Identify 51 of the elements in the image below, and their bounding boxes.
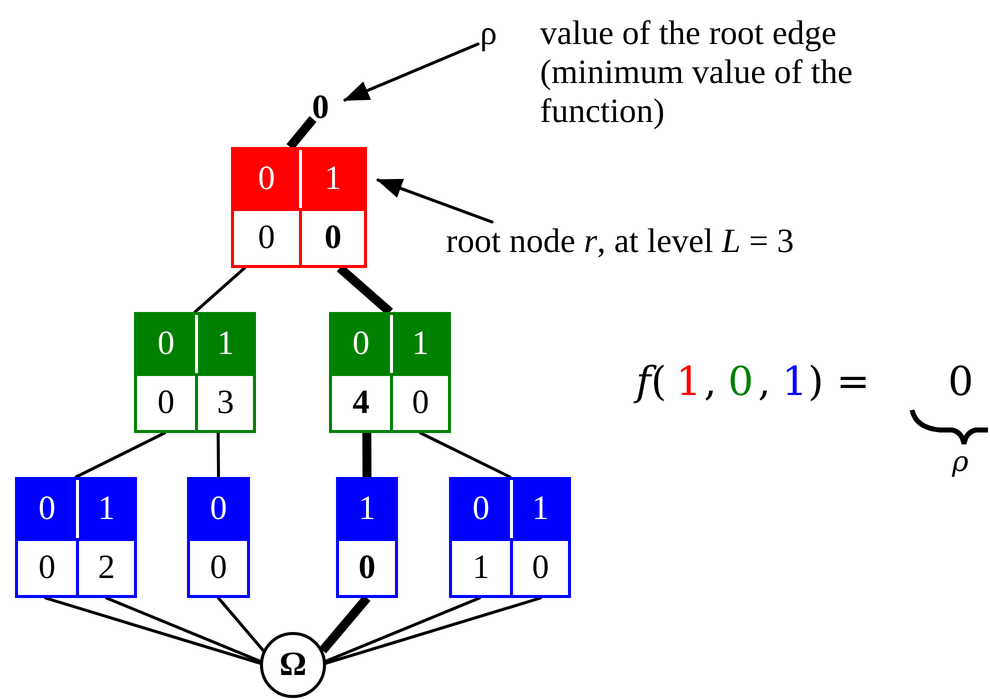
connector-line: [105, 596, 262, 663]
branch-label: 1: [76, 480, 134, 538]
symbol-label: ρ: [952, 448, 968, 476]
connector-line: [324, 596, 481, 663]
formula-text: ) =: [808, 362, 870, 402]
connector-line: [216, 432, 220, 478]
branch-label: 0: [18, 480, 76, 538]
decision-node: [134, 312, 256, 433]
connector-line: [362, 432, 372, 478]
arrow: [343, 42, 480, 102]
formula-text: ,: [704, 362, 717, 402]
decision-node: [187, 477, 250, 598]
function-value: 0: [948, 362, 974, 402]
connector-line: [217, 596, 265, 652]
branch-label: 1: [390, 315, 448, 372]
edge-weight: 2: [76, 538, 134, 595]
formula-text: ,: [758, 362, 771, 402]
branch-label: 1: [510, 480, 568, 538]
edge-weight: 0: [299, 208, 364, 265]
decision-node: [336, 477, 398, 598]
annotation-text: value of the root edge (minimum value of the function): [540, 14, 854, 132]
decision-node: [231, 147, 367, 268]
formula-text: f(: [636, 362, 666, 402]
arrow: [376, 178, 494, 224]
edge-weight: 3: [195, 372, 253, 430]
branch-label: 0: [234, 150, 299, 208]
edge-weight: 0: [510, 538, 568, 595]
decision-node: [329, 312, 451, 433]
edge-weight: 0: [390, 372, 448, 430]
terminal-node: Ω: [260, 632, 326, 698]
root-edge-value: 0: [312, 89, 329, 126]
connector-line: [44, 596, 262, 665]
variable-value: 1: [676, 362, 702, 402]
connector-line: [419, 432, 512, 478]
branch-label: 1: [339, 480, 395, 538]
connector-line: [74, 432, 166, 478]
connector-line: [194, 266, 246, 314]
branch-label: 0: [452, 480, 510, 538]
annotation-text: root node r, at level L = 3: [446, 222, 795, 262]
branch-label: 0: [137, 315, 195, 372]
decision-node: [449, 477, 571, 598]
branch-label: 1: [195, 315, 253, 372]
symbol-label: ρ: [480, 14, 498, 54]
decision-node: [15, 477, 137, 598]
branch-label: 0: [332, 315, 390, 372]
connector-line: [286, 116, 316, 150]
variable-value: 1: [782, 362, 808, 402]
branch-label: 0: [190, 480, 247, 538]
branch-label: 1: [299, 150, 364, 208]
variable-value: 0: [728, 362, 754, 402]
connector-line: [324, 596, 542, 665]
